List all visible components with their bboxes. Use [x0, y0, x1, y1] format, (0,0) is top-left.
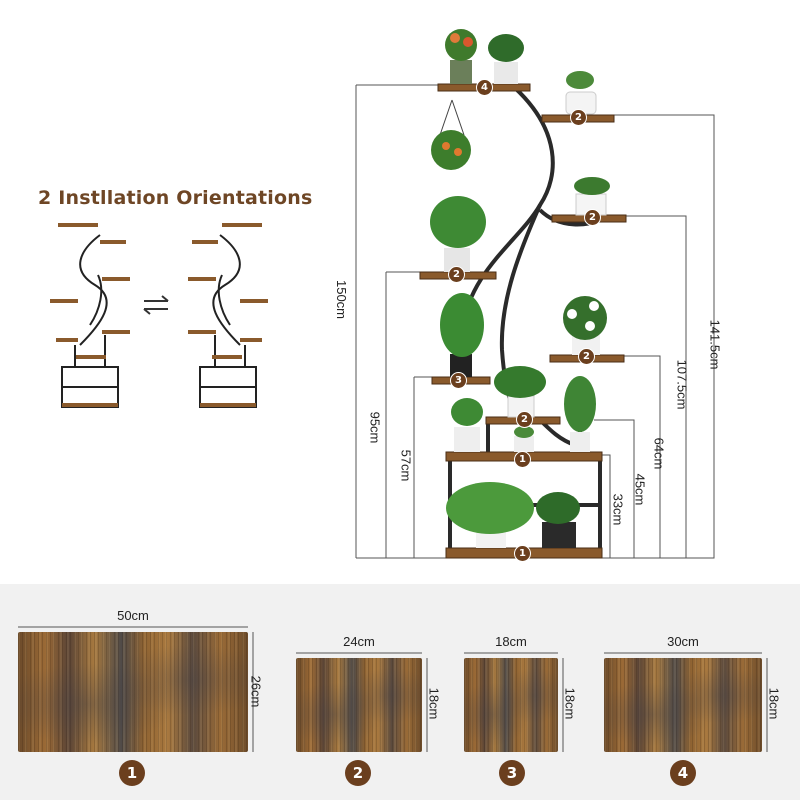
- plant-base-dark: [536, 492, 580, 548]
- board-3-width: 18cm: [495, 634, 527, 649]
- height-label-45: 45cm: [632, 473, 648, 506]
- board-4-height-line: [766, 658, 768, 752]
- plant-right-low: [563, 296, 607, 355]
- board-3: [464, 658, 558, 752]
- board-2: [296, 658, 422, 752]
- board-3-badge: 3: [499, 760, 525, 786]
- board-4: [604, 658, 762, 752]
- plant-small-mid: [514, 426, 534, 452]
- plant-right-top: [565, 71, 597, 115]
- plant-left-low: [440, 293, 484, 377]
- orientation-right-shelves: [188, 223, 268, 407]
- board-1-badge: 1: [119, 760, 145, 786]
- board-2-height: 18cm: [426, 687, 442, 720]
- board-4-width: 30cm: [667, 634, 699, 649]
- shelf-badge-right-mid: 2: [584, 209, 601, 226]
- board-4-height: 18cm: [766, 687, 782, 720]
- plant-center-low: [494, 366, 546, 418]
- plant-hanging: [431, 99, 471, 170]
- orientation-diagrams: [50, 223, 268, 408]
- board-3-height: 18cm: [562, 687, 578, 720]
- board-1: [18, 632, 248, 752]
- height-label-64: 64cm: [651, 437, 667, 470]
- boards-panel: 50cm 26cm 1 24cm 18cm 2 18cm 18cm 3 30cm…: [0, 584, 800, 800]
- board-1-width: 50cm: [117, 608, 149, 623]
- swap-arrows-icon: [143, 295, 169, 315]
- board-1-height-line: [252, 632, 254, 752]
- orientation-right: [199, 234, 257, 408]
- board-2-width: 24cm: [343, 634, 375, 649]
- plants: [430, 29, 610, 548]
- board-4-badge: 4: [670, 760, 696, 786]
- height-label-57: 57cm: [398, 449, 414, 482]
- shelf-badge-tier1: 1: [514, 451, 531, 468]
- shelf-badge-left-mid: 2: [448, 266, 465, 283]
- board-2-height-line: [426, 658, 428, 752]
- plant-base-fern: [446, 482, 534, 548]
- board-3-height-line: [562, 658, 564, 752]
- plant-top-flowers: [445, 29, 477, 84]
- height-label-150: 150cm: [334, 279, 350, 320]
- orientation-left: [61, 234, 119, 408]
- plant-small-right: [564, 376, 596, 452]
- dimension-lines: [355, 84, 715, 559]
- shelf-badge-right-low: 2: [578, 348, 595, 365]
- shelf-badge-top: 4: [476, 79, 493, 96]
- shelf-badge-right-top: 2: [570, 109, 587, 126]
- plant-top-leafy: [488, 34, 524, 84]
- board-2-badge: 2: [345, 760, 371, 786]
- installation-title: 2 Instllation Orientations: [38, 187, 313, 209]
- height-label-95: 95cm: [367, 411, 383, 444]
- plant-right-mid: [574, 177, 610, 216]
- board-1-height: 26cm: [248, 675, 264, 708]
- board-3-width-line: [464, 652, 558, 654]
- board-1-width-line: [18, 626, 248, 628]
- height-label-107: 107.5cm: [674, 359, 690, 410]
- height-label-141: 141.5cm: [707, 319, 723, 370]
- shelf-badge-left-low: 3: [450, 372, 467, 389]
- plant-left-mid: [430, 196, 486, 272]
- board-4-width-line: [604, 652, 762, 654]
- height-label-33: 33cm: [610, 493, 626, 526]
- board-2-width-line: [296, 652, 422, 654]
- shelf-badge-base: 1: [514, 545, 531, 562]
- plant-stand-illustration: [355, 29, 715, 559]
- orientation-left-shelves: [50, 223, 130, 407]
- shelf-badge-center-low: 2: [516, 411, 533, 428]
- plant-small-left: [451, 398, 483, 452]
